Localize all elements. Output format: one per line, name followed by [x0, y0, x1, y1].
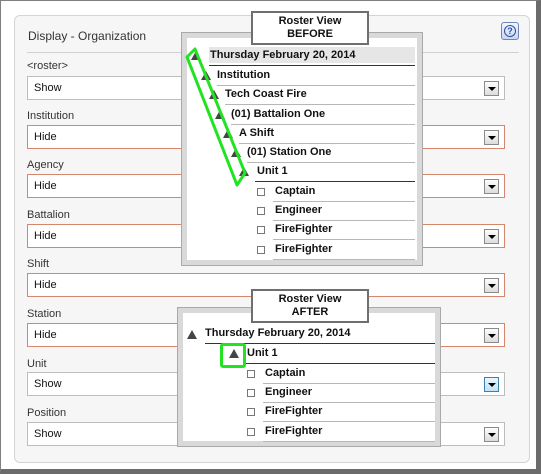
roster-label: <roster> — [27, 60, 68, 72]
chevron-down-icon[interactable] — [484, 278, 499, 293]
institution-select-value: Hide — [34, 131, 57, 143]
before-position-firefighter-1: FireFighter — [275, 223, 333, 235]
tree-divider — [263, 441, 435, 442]
station-label: Station — [27, 308, 62, 320]
after-header-line1: Roster View — [278, 293, 342, 305]
shift-select-value: Hide — [34, 279, 57, 291]
tree-divider — [263, 383, 435, 384]
after-position-captain: Captain — [265, 367, 306, 379]
chevron-down-icon[interactable] — [484, 377, 499, 392]
tree-divider — [217, 85, 415, 86]
roster-view-after-popup: Thursday February 20, 2014 Unit 1 Captai… — [177, 307, 441, 447]
before-node-unit: Unit 1 — [257, 165, 288, 177]
tree-divider — [273, 201, 415, 202]
before-node-station: (01) Station One — [247, 146, 332, 158]
chevron-down-icon[interactable] — [484, 328, 499, 343]
tree-divider — [247, 162, 415, 163]
collapse-triangle-icon[interactable] — [191, 51, 201, 60]
tree-divider — [273, 239, 415, 240]
unit-label: Unit — [27, 358, 47, 370]
collapse-triangle-icon[interactable] — [187, 330, 197, 339]
position-checkbox[interactable] — [247, 428, 255, 436]
date-row-bg — [209, 47, 415, 63]
tree-divider — [273, 259, 415, 260]
after-date: Thursday February 20, 2014 — [205, 327, 351, 339]
tree-divider — [273, 220, 415, 221]
chevron-down-icon[interactable] — [484, 229, 499, 244]
institution-label: Institution — [27, 110, 75, 122]
position-checkbox[interactable] — [257, 226, 265, 234]
position-checkbox[interactable] — [257, 207, 265, 215]
position-label: Position — [27, 407, 67, 419]
collapse-triangle-icon[interactable] — [229, 349, 239, 358]
tree-divider — [245, 363, 435, 364]
agency-label: Agency — [27, 159, 64, 171]
tree-divider — [231, 124, 415, 125]
chevron-down-icon[interactable] — [484, 179, 499, 194]
before-node-battalion: (01) Battalion One — [231, 108, 326, 120]
after-position-engineer: Engineer — [265, 386, 313, 398]
after-position-firefighter-2: FireFighter — [265, 425, 323, 437]
shift-label: Shift — [27, 258, 50, 270]
tree-divider — [225, 104, 415, 105]
help-button[interactable]: ? — [501, 22, 519, 40]
position-checkbox[interactable] — [247, 389, 255, 397]
before-node-agency: Tech Coast Fire — [225, 88, 307, 100]
before-node-shift: A Shift — [239, 127, 275, 139]
before-position-engineer: Engineer — [275, 204, 323, 216]
tree-divider — [209, 65, 415, 66]
chevron-down-icon[interactable] — [484, 427, 499, 442]
help-icon: ? — [504, 25, 516, 37]
position-checkbox[interactable] — [247, 370, 255, 378]
before-position-captain: Captain — [275, 185, 316, 197]
after-position-firefighter-1: FireFighter — [265, 405, 323, 417]
agency-select-value: Hide — [34, 180, 57, 192]
tree-divider — [205, 343, 435, 344]
chevron-down-icon[interactable] — [484, 81, 499, 96]
position-select-value: Show — [34, 428, 62, 440]
tree-divider — [239, 143, 415, 144]
before-header-line1: Roster View — [278, 15, 342, 27]
before-position-firefighter-2: FireFighter — [275, 243, 333, 255]
before-highlight — [185, 47, 247, 187]
unit-select-value: Show — [34, 378, 62, 390]
battalion-label: Battalion — [27, 209, 70, 221]
after-node-unit: Unit 1 — [247, 347, 278, 359]
tree-divider — [263, 421, 435, 422]
position-checkbox[interactable] — [247, 408, 255, 416]
station-select-value: Hide — [34, 329, 57, 341]
before-header-line2: BEFORE — [287, 28, 333, 40]
battalion-select-value: Hide — [34, 230, 57, 242]
position-checkbox[interactable] — [257, 188, 265, 196]
chevron-down-icon[interactable] — [484, 130, 499, 145]
position-checkbox[interactable] — [257, 246, 265, 254]
after-highlight — [220, 343, 246, 368]
roster-select-value: Show — [34, 82, 62, 94]
before-date: Thursday February 20, 2014 — [210, 49, 356, 61]
before-header: Roster View BEFORE — [251, 11, 369, 45]
tree-divider — [263, 402, 435, 403]
panel-title: Display - Organization — [28, 29, 147, 43]
after-header-line2: AFTER — [291, 306, 329, 318]
before-node-institution: Institution — [217, 69, 271, 81]
tree-divider — [255, 181, 415, 182]
after-header: Roster View AFTER — [251, 289, 369, 323]
